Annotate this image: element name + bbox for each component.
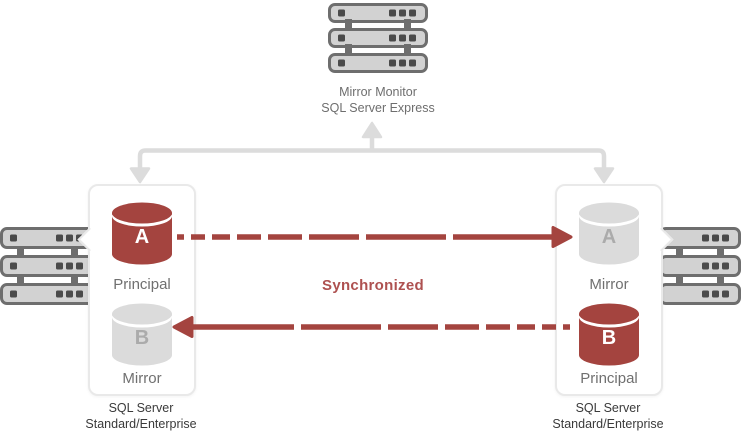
caption-line: SQL Server: [575, 401, 641, 415]
right-server-caption: SQL Server Standard/Enterprise: [508, 400, 708, 432]
led-dots: [702, 290, 729, 298]
led-dots: [56, 290, 83, 298]
up-arrowhead-icon: [361, 121, 383, 139]
mirror-monitor-label: Mirror Monitor SQL Server Express: [278, 84, 478, 116]
rack-unit: [0, 274, 95, 305]
database-cylinder-icon: [112, 202, 172, 265]
database-cylinder-icon: [112, 303, 172, 366]
left-server-rack-icon: [0, 227, 95, 305]
database-role-label: Principal: [113, 276, 171, 293]
drive-slot-dot: [10, 262, 17, 270]
database-cylinder-icon: [579, 303, 639, 366]
right-server-box: A Mirror B Principal: [555, 184, 674, 396]
drive-slot-dot: [338, 59, 345, 67]
rack-unit: [659, 274, 741, 305]
database-letter: A: [134, 226, 150, 248]
led-dots: [702, 262, 729, 270]
database-role-label: Principal: [580, 370, 638, 387]
synchronized-status-label: Synchronized: [322, 277, 424, 294]
down-arrowhead-icon: [129, 167, 151, 184]
rack-unit: [328, 44, 428, 73]
led-dots: [389, 34, 416, 42]
monitor-connector-line: [137, 148, 607, 170]
drive-slot-dot: [10, 234, 17, 242]
drive-slot-dot: [338, 34, 345, 42]
rack-unit: [659, 227, 741, 249]
down-arrowhead-icon: [593, 167, 615, 184]
rack-unit: [659, 246, 741, 277]
database-role-label: Mirror: [589, 276, 629, 293]
database-letter: B: [601, 327, 617, 349]
caption-line: SQL Server: [108, 401, 174, 415]
rack-unit: [328, 3, 428, 23]
database-b-principal: B: [578, 303, 640, 366]
drive-slot-dot: [338, 9, 345, 17]
database-cylinder-icon: [579, 202, 639, 265]
monitor-title: Mirror Monitor: [339, 85, 417, 99]
database-a-principal: A: [111, 202, 173, 265]
right-server-rack-icon: [659, 227, 741, 305]
rack-unit: [0, 246, 95, 277]
left-server-box: A Principal B Mirror: [77, 184, 196, 396]
left-server-caption: SQL Server Standard/Enterprise: [41, 400, 241, 432]
rack-unit: [328, 19, 428, 48]
led-dots: [389, 9, 416, 17]
led-dots: [56, 262, 83, 270]
caption-line: Standard/Enterprise: [85, 417, 197, 431]
database-letter: B: [134, 327, 150, 349]
database-b-mirror: B: [111, 303, 173, 366]
mirror-monitor-server-rack-icon: [328, 3, 428, 73]
monitor-subtitle: SQL Server Express: [321, 101, 435, 115]
database-letter: A: [601, 226, 617, 248]
led-dots: [389, 59, 416, 67]
caption-line: Standard/Enterprise: [552, 417, 664, 431]
led-dots: [702, 234, 729, 242]
database-role-label: Mirror: [122, 370, 162, 387]
drive-slot-dot: [10, 290, 17, 298]
database-a-mirror: A: [578, 202, 640, 265]
